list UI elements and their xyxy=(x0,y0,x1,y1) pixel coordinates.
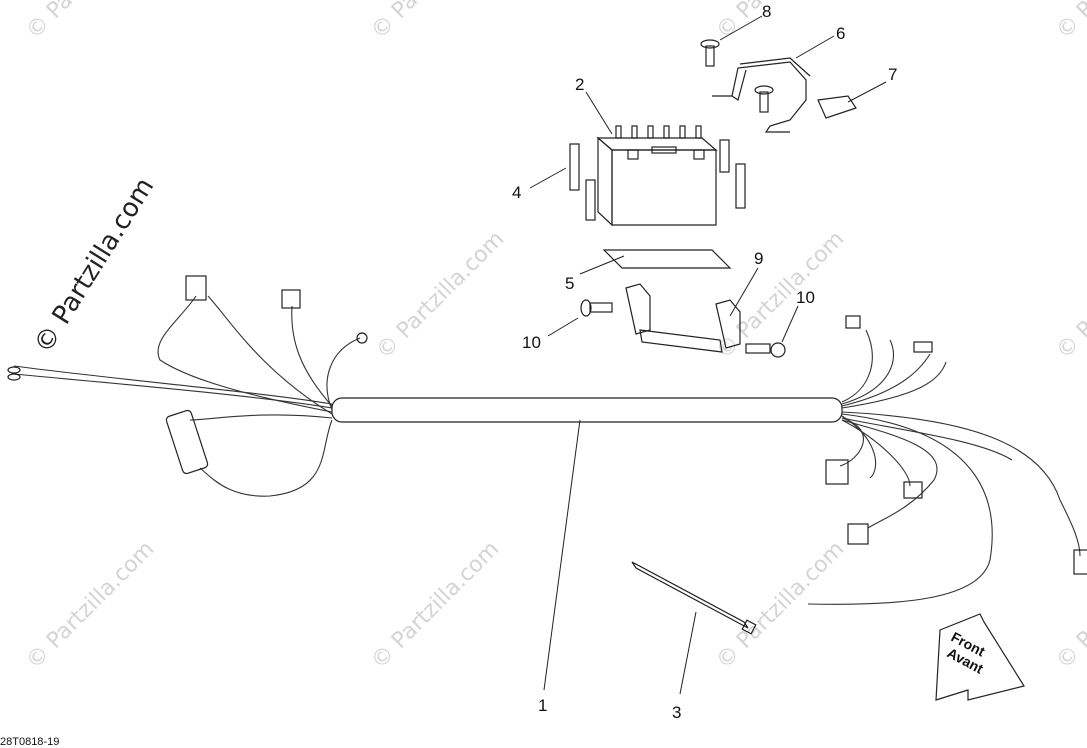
bolt-10a xyxy=(580,299,613,317)
wiring-harness xyxy=(7,275,1087,605)
callout-2: 2 xyxy=(575,75,584,94)
callout-1: 1 xyxy=(538,696,547,715)
callout-5: 5 xyxy=(565,274,574,293)
front-direction-arrow: Front Avant xyxy=(935,613,1025,701)
watermark: © Partzilla.com xyxy=(22,0,160,44)
watermark: © Partzilla.com xyxy=(372,227,510,365)
watermark: © Partzilla.com xyxy=(367,537,505,675)
connector-right-4 xyxy=(1073,549,1087,575)
battery-support-bracket xyxy=(625,283,741,353)
callouts: 1 2 3 4 5 6 7 8 9 10 10 xyxy=(512,2,897,722)
bolt-8b xyxy=(754,85,774,113)
battery-plate xyxy=(602,249,732,269)
watermark: © Partzilla.com xyxy=(1052,227,1087,365)
connector-left-3 xyxy=(356,332,368,344)
bolt-8 xyxy=(700,39,720,67)
callout-6: 6 xyxy=(836,24,845,43)
battery-pads xyxy=(569,139,746,221)
connector-left-1 xyxy=(185,275,207,301)
leader-lines xyxy=(529,15,887,695)
connector-right-1 xyxy=(825,459,849,485)
watermark: © Partzilla.com xyxy=(367,0,505,44)
watermark-grid: © Partzilla.com © Partzilla.com © Partzi… xyxy=(22,0,1087,674)
watermark: © Partzilla.com xyxy=(712,537,850,675)
cable-tie xyxy=(631,561,757,635)
callout-8: 8 xyxy=(762,2,771,21)
connector-left-2 xyxy=(281,289,301,309)
diagram-reference-code: 28T0818-19 xyxy=(0,736,59,748)
callout-7: 7 xyxy=(888,65,897,84)
callout-3: 3 xyxy=(672,703,681,722)
connector-right-2 xyxy=(847,523,869,545)
bolt-10b xyxy=(745,342,786,358)
callout-10-right: 10 xyxy=(796,288,815,307)
callout-10-left: 10 xyxy=(522,333,541,352)
callout-9: 9 xyxy=(754,249,763,268)
battery xyxy=(596,125,718,227)
watermark: © Partzilla.com xyxy=(22,537,160,675)
watermark: © Partzilla.com xyxy=(712,0,850,44)
inline-fuse xyxy=(165,409,209,475)
watermark-prominent: © Partzilla.com xyxy=(28,173,160,359)
battery-terminals xyxy=(615,125,702,139)
watermark: © Partzilla.com xyxy=(1052,0,1087,44)
battery-hold-down-bracket xyxy=(712,57,811,133)
connector-right-3 xyxy=(903,481,923,499)
rubber-pad xyxy=(817,95,857,119)
watermark: © Partzilla.com xyxy=(1052,537,1087,675)
callout-4: 4 xyxy=(512,183,521,202)
